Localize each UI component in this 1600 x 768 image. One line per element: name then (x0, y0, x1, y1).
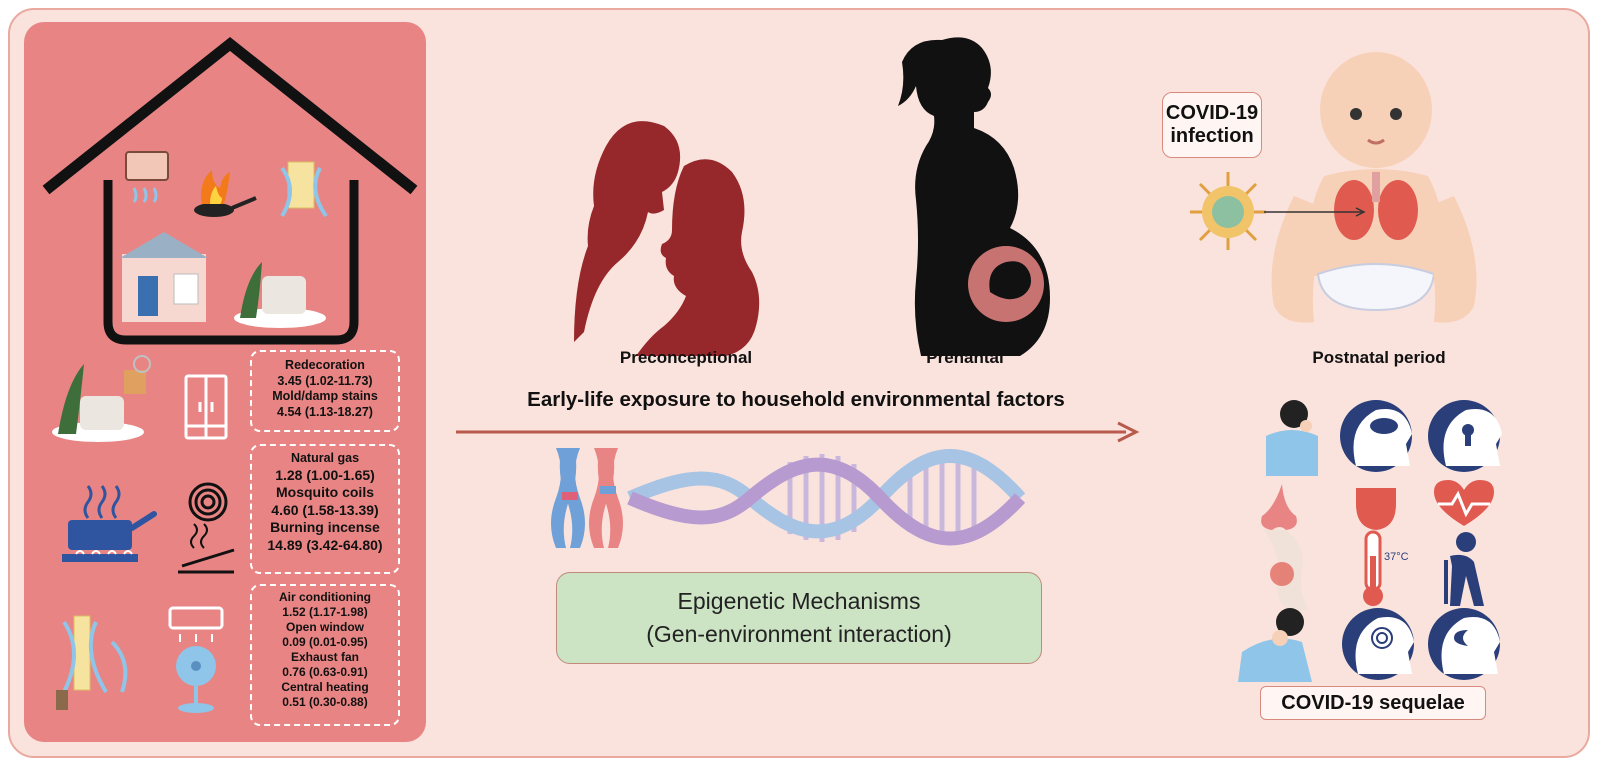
label-burning-incense: Burning incense (270, 519, 380, 536)
label-open-window: Open window (286, 620, 364, 634)
dna-helix-icon (551, 448, 1026, 548)
figure-frame: Redecoration 3.45 (1.02-11.73) Mold/damp… (8, 8, 1590, 758)
label-central-heating: Central heating (281, 680, 369, 694)
thermometer-icon (1363, 530, 1383, 606)
gas-stove-icon (62, 485, 157, 562)
thermometer-label: 37°C (1384, 551, 1409, 563)
stat-box-ventilation: Air conditioning 1.52 (1.17-1.98) Open w… (250, 584, 400, 726)
covid-infection-line1: COVID-19 (1165, 102, 1259, 124)
stat-box-combustion: Natural gas 1.28 (1.00-1.65) Mosquito co… (250, 444, 400, 574)
fatigued-person-icon (1444, 532, 1484, 606)
epigenetic-mechanisms-box: Epigenetic Mechanisms (Gen-environment i… (556, 572, 1042, 664)
stage-label-prenantal: Prenantal (926, 348, 1004, 367)
open-window-icon (56, 615, 128, 710)
baby-icon (1271, 52, 1477, 323)
couple-silhouette-icon (574, 121, 760, 356)
arrow-caption: Early-life exposure to household environ… (527, 388, 1065, 411)
house-icon (42, 36, 418, 345)
redecoration-icon (52, 355, 151, 442)
stage-label-preconceptional: Preconceptional (619, 348, 753, 367)
label-exhaust-fan: Exhaust fan (290, 650, 359, 664)
stat-box-redecoration: Redecoration 3.45 (1.02-11.73) Mold/damp… (250, 350, 400, 432)
value-mold: 4.54 (1.13-18.27) (277, 404, 373, 419)
wardrobe-icon (184, 374, 228, 440)
covid-sequelae-box: COVID-19 sequelae (1260, 686, 1486, 720)
nose-icon (1261, 484, 1297, 530)
virus-icon (1190, 172, 1366, 250)
value-burning-incense: 14.89 (3.42-64.80) (267, 536, 383, 553)
value-air-conditioning: 1.52 (1.17-1.98) (282, 605, 368, 619)
value-mosquito-coils: 4.60 (1.58-13.39) (271, 501, 379, 518)
covid-infection-line2: infection (1170, 125, 1254, 147)
value-central-heating: 0.51 (0.30-0.88) (282, 695, 368, 709)
covid-infection-box: COVID-19 infection (1162, 92, 1262, 158)
label-air-conditioning: Air conditioning (279, 590, 371, 604)
value-exhaust-fan: 0.76 (0.63-0.91) (282, 665, 368, 679)
value-redecoration: 3.45 (1.02-11.73) (277, 373, 373, 388)
value-natural-gas: 1.28 (1.00-1.65) (275, 466, 375, 483)
sequelae-row3-icons (1264, 530, 1484, 610)
timeline-arrow (456, 421, 1140, 443)
tongue-icon (1356, 488, 1396, 530)
label-mold: Mold/damp stains (272, 389, 378, 404)
head-sleep-icon (1428, 608, 1500, 680)
epigenetic-title: Epigenetic Mechanisms (677, 587, 921, 614)
value-open-window: 0.09 (0.01-0.95) (282, 635, 368, 649)
sequelae-row4-icons (1238, 608, 1500, 682)
pregnant-woman-silhouette-icon (898, 37, 1050, 356)
label-natural-gas: Natural gas (290, 451, 360, 465)
brain-fog-icon (1342, 608, 1414, 680)
head-keyhole-icon (1428, 400, 1502, 472)
heart-pulse-icon (1434, 480, 1494, 526)
ac-fan-icon (168, 606, 224, 713)
epigenetic-subtitle: (Gen-environment interaction) (646, 621, 952, 647)
tired-person-icon (1238, 608, 1312, 682)
head-rain-cloud-icon (1340, 400, 1412, 472)
label-redecoration: Redecoration (285, 358, 365, 372)
stage-label-postnatal: Postnatal period (1312, 348, 1446, 367)
sequelae-row1-icons (1266, 400, 1502, 476)
mosquito-coil-icon (178, 482, 235, 574)
knee-pain-icon (1264, 530, 1308, 610)
label-mosquito-coils: Mosquito coils (276, 484, 374, 501)
chromosome-pair-icon (551, 448, 623, 548)
coughing-person-icon (1266, 400, 1318, 476)
sequelae-row2-icons (1261, 480, 1494, 530)
